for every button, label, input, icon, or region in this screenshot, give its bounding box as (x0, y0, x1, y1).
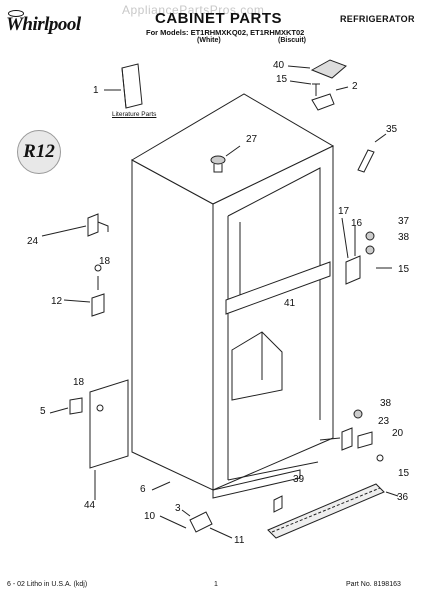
callout-27: 27 (246, 134, 258, 145)
product-category: REFRIGERATOR (340, 14, 415, 24)
callout-41: 41 (284, 298, 296, 309)
literature-parts-label: Literature Parts (112, 111, 157, 118)
callout-18-upper: 18 (99, 256, 111, 267)
callout-39: 39 (293, 474, 305, 485)
page-title: CABINET PARTS (155, 10, 283, 27)
callout-24: 24 (27, 236, 39, 247)
callout-16: 16 (351, 218, 363, 229)
callout-1: 1 (93, 85, 99, 96)
callout-2: 2 (352, 81, 358, 92)
callout-23: 23 (378, 416, 390, 427)
callout-12: 12 (51, 296, 63, 307)
footer-part-number: Part No. 8198163 (346, 581, 401, 588)
callout-11: 11 (234, 535, 245, 546)
callout-6: 6 (140, 484, 146, 495)
callout-10: 10 (144, 511, 156, 522)
callout-15-right: 15 (398, 264, 410, 275)
callout-36: 36 (397, 492, 409, 503)
callout-44: 44 (84, 500, 96, 511)
variant-white-label: (White) (197, 37, 221, 44)
callout-15-bottom: 15 (398, 468, 410, 479)
callout-38-upper: 38 (398, 232, 410, 243)
callout-37: 37 (398, 216, 410, 227)
r12-refrigerant-badge: R12 (17, 130, 61, 174)
callout-38-lower: 38 (380, 398, 392, 409)
callout-15-top: 15 (276, 74, 288, 85)
footer-litho: 6 - 02 Litho in U.S.A. (kdj) (7, 581, 88, 588)
callout-18-lower: 18 (73, 377, 85, 388)
callout-35: 35 (386, 124, 398, 135)
watermark: AppliancePartsPros.com (122, 3, 265, 17)
callout-3: 3 (175, 503, 181, 514)
callout-40: 40 (273, 60, 285, 71)
model-numbers: For Models: ET1RHMXKQ02, ET1RHMXKT02 (146, 28, 305, 37)
footer-page-number: 1 (214, 581, 218, 588)
callout-5: 5 (40, 406, 46, 417)
callout-17: 17 (338, 206, 350, 217)
callout-20: 20 (392, 428, 404, 439)
variant-biscuit-label: (Biscuit) (278, 37, 306, 44)
whirlpool-logo-swirl-icon (8, 10, 24, 17)
brand-logo: Whirlpool (6, 14, 81, 35)
